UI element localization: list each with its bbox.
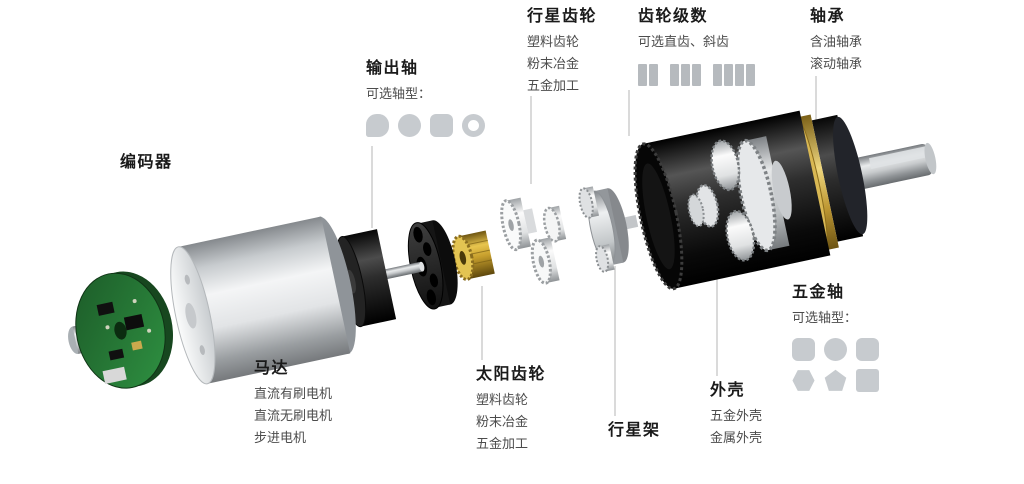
label-output-shaft: 输出轴 可选轴型： bbox=[366, 58, 485, 137]
rounded-square-shaft-icon bbox=[430, 114, 453, 137]
label-housing: 外壳 五金外壳金属外壳 bbox=[710, 380, 762, 450]
label-item: 直流无刷电机 bbox=[254, 409, 333, 424]
label-planet-carrier: 行星架 bbox=[608, 420, 661, 440]
label-item: 五金加工 bbox=[527, 79, 580, 94]
label-sun-gear: 太阳齿轮 塑料齿轮粉末冶金五金加工 bbox=[476, 364, 546, 456]
sun-gear-options: 塑料齿轮粉末冶金五金加工 bbox=[476, 390, 546, 456]
encoder-title: 编码器 bbox=[120, 152, 173, 171]
planet-gears-part bbox=[500, 197, 567, 285]
pentagon-shaft-icon bbox=[824, 369, 847, 391]
gear-stage-bar bbox=[649, 64, 658, 86]
metal-shaft-type-icons-row2 bbox=[792, 369, 879, 392]
label-gear-stages: 齿轮级数 可选直齿、斜齿 bbox=[638, 6, 755, 86]
mounting-plate bbox=[407, 220, 458, 310]
label-item: 五金外壳 bbox=[710, 409, 763, 424]
motor-body bbox=[170, 216, 356, 385]
internal-gear-train bbox=[687, 136, 792, 262]
bearing-title: 轴承 bbox=[810, 6, 846, 25]
gear-stage-icon bbox=[670, 64, 701, 86]
planet-gear-options: 塑料齿轮粉末冶金五金加工 bbox=[527, 32, 597, 98]
gear-stage-bar bbox=[638, 64, 647, 86]
gear-stage-bar bbox=[692, 64, 701, 86]
bearing-options: 含油轴承滚动轴承 bbox=[810, 32, 862, 76]
gear-stage-bar bbox=[746, 64, 755, 86]
output-shaft-subtitle: 可选轴型： bbox=[366, 87, 432, 102]
ring-shaft-icon bbox=[462, 114, 485, 137]
label-metal-shaft: 五金轴 可选轴型： bbox=[792, 282, 879, 392]
motor-title: 马达 bbox=[254, 358, 290, 377]
circle-shaft-icon bbox=[824, 338, 847, 361]
label-item: 五金加工 bbox=[476, 437, 529, 452]
gear-stage-bar bbox=[670, 64, 679, 86]
gear-stage-bar bbox=[713, 64, 722, 86]
gearbox-housing bbox=[633, 110, 831, 291]
output-shaft-type-icons bbox=[366, 114, 485, 137]
label-bearing: 轴承 含油轴承滚动轴承 bbox=[810, 6, 862, 76]
metal-shaft-subtitle: 可选轴型： bbox=[792, 311, 858, 326]
label-encoder: 编码器 bbox=[120, 152, 173, 172]
d-shape-shaft-icon bbox=[366, 114, 389, 137]
motor-options: 直流有刷电机直流无刷电机步进电机 bbox=[254, 384, 332, 450]
front-end-cap bbox=[811, 114, 868, 242]
metal-shaft-title: 五金轴 bbox=[792, 282, 845, 301]
gear-stages-subtitle: 可选直齿、斜齿 bbox=[638, 35, 730, 50]
label-planet-gear: 行星齿轮 塑料齿轮粉末冶金五金加工 bbox=[527, 6, 597, 98]
label-item: 步进电机 bbox=[254, 431, 307, 446]
label-item: 滚动轴承 bbox=[810, 57, 863, 72]
square-shaft-icon bbox=[856, 369, 879, 392]
encoder-pcb bbox=[68, 271, 173, 389]
planet-carrier-part bbox=[578, 186, 639, 273]
gear-stage-icon bbox=[713, 64, 755, 86]
gear-stages-title: 齿轮级数 bbox=[638, 6, 709, 25]
gear-stage-bar bbox=[724, 64, 733, 86]
label-item: 直流有刷电机 bbox=[254, 387, 333, 402]
gear-stage-bar bbox=[735, 64, 744, 86]
planet-gear-title: 行星齿轮 bbox=[527, 6, 598, 25]
label-item: 塑料齿轮 bbox=[527, 35, 580, 50]
rounded-square-shaft-icon bbox=[792, 338, 815, 361]
motor-shaft bbox=[383, 261, 425, 280]
sun-gear-title: 太阳齿轮 bbox=[476, 364, 547, 383]
hexagon-shaft-icon bbox=[792, 370, 815, 391]
label-item: 金属外壳 bbox=[710, 431, 763, 446]
planet-carrier-title: 行星架 bbox=[608, 420, 661, 439]
gear-stage-icon bbox=[638, 64, 658, 86]
metal-shaft-type-icons-row1 bbox=[792, 338, 879, 361]
gear-stage-bar bbox=[681, 64, 690, 86]
label-item: 粉末冶金 bbox=[476, 415, 529, 430]
exploded-assembly bbox=[68, 110, 937, 389]
label-item: 塑料齿轮 bbox=[476, 393, 529, 408]
label-motor: 马达 直流有刷电机直流无刷电机步进电机 bbox=[254, 358, 332, 450]
output-shaft-title: 输出轴 bbox=[366, 58, 419, 77]
gear-stage-icons bbox=[638, 64, 755, 86]
circle-shaft-icon bbox=[398, 114, 421, 137]
label-item: 含油轴承 bbox=[810, 35, 863, 50]
housing-options: 五金外壳金属外壳 bbox=[710, 406, 762, 450]
label-item: 粉末冶金 bbox=[527, 57, 580, 72]
rounded-square-shaft-icon bbox=[856, 338, 879, 361]
housing-title: 外壳 bbox=[710, 380, 746, 399]
